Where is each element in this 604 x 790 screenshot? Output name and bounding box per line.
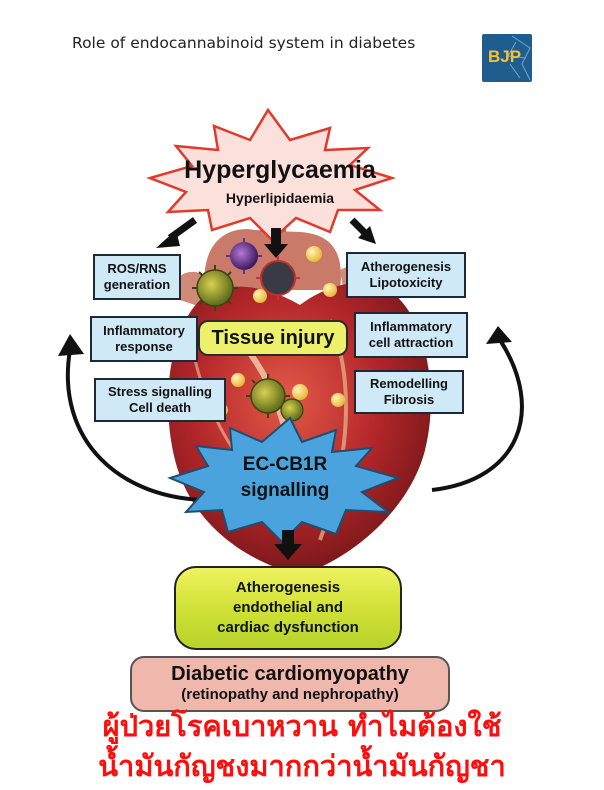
effect-box-atherogenesis-lipotoxicity: Atherogenesis Lipotoxicity bbox=[346, 252, 466, 298]
feedback-arrow-left bbox=[58, 334, 211, 502]
cardiomyopathy-subtitle: (retinopathy and nephropathy) bbox=[181, 686, 399, 703]
box-label: response bbox=[115, 339, 173, 354]
box-label: endothelial and bbox=[232, 599, 343, 616]
box-label: cardiac dysfunction bbox=[217, 619, 359, 636]
virus-particle bbox=[192, 265, 238, 311]
box-label: Remodelling bbox=[369, 376, 448, 391]
header-title: Role of endocannabinoid system in diabet… bbox=[72, 34, 416, 52]
signalling-label: signalling bbox=[240, 480, 330, 501]
effect-box-ros-rns: ROS/RNS generation bbox=[93, 254, 181, 300]
effect-box-inflammatory-response: Inflammatory response bbox=[90, 316, 198, 362]
box-label: Cell death bbox=[128, 400, 192, 415]
box-label: Fibrosis bbox=[383, 392, 435, 407]
virus-particle bbox=[256, 256, 300, 300]
arrow-right-down bbox=[349, 217, 376, 244]
box-label: cell attraction bbox=[368, 335, 454, 350]
box-label: Stress signalling bbox=[107, 384, 213, 399]
arrow-center-down bbox=[264, 228, 288, 258]
hyperglycaemia-title: Hyperglycaemia bbox=[184, 156, 376, 184]
arrow-down-to-atherogenesis bbox=[274, 530, 302, 560]
box-label: Inflammatory bbox=[370, 319, 452, 334]
box-label: Atherogenesis bbox=[360, 259, 452, 274]
arrow-left-down bbox=[156, 217, 198, 248]
box-label: Atherogenesis bbox=[235, 579, 341, 596]
effect-box-inflammatory-cell-attraction: Inflammatory cell attraction bbox=[354, 312, 468, 358]
box-label: generation bbox=[103, 277, 171, 292]
box-label: Lipotoxicity bbox=[369, 275, 443, 290]
thai-caption-line-1: ผู้ป่วยโรคเบาหวาน ทำไมต้องใช้ bbox=[102, 709, 502, 743]
virus-particle bbox=[280, 398, 304, 422]
thai-caption-line-2: น้ำมันกัญชงมากกว่าน้ำมันกัญชา bbox=[98, 749, 506, 783]
effect-box-stress-signalling: Stress signalling Cell death bbox=[94, 378, 226, 422]
box-label: Inflammatory bbox=[103, 323, 185, 338]
logo-pattern-icon bbox=[507, 35, 531, 81]
atherogenesis-dysfunction-box: Atherogenesis endothelial and cardiac dy… bbox=[174, 566, 402, 650]
tissue-injury-label: Tissue injury bbox=[198, 320, 348, 356]
virus-particle bbox=[226, 238, 262, 274]
hyperlipidaemia-subtitle: Hyperlipidaemia bbox=[225, 190, 335, 206]
logo-text: BJP bbox=[488, 47, 522, 66]
feedback-arrow-right bbox=[431, 326, 524, 492]
journal-logo: BJP bbox=[482, 34, 532, 82]
cardiomyopathy-title: Diabetic cardiomyopathy bbox=[171, 663, 409, 685]
effect-box-remodelling-fibrosis: Remodelling Fibrosis bbox=[354, 370, 464, 414]
ec-cb1r-label: EC-CB1R bbox=[242, 454, 328, 475]
box-label: ROS/RNS bbox=[107, 261, 167, 276]
diabetic-cardiomyopathy-box: Diabetic cardiomyopathy (retinopathy and… bbox=[130, 656, 450, 712]
